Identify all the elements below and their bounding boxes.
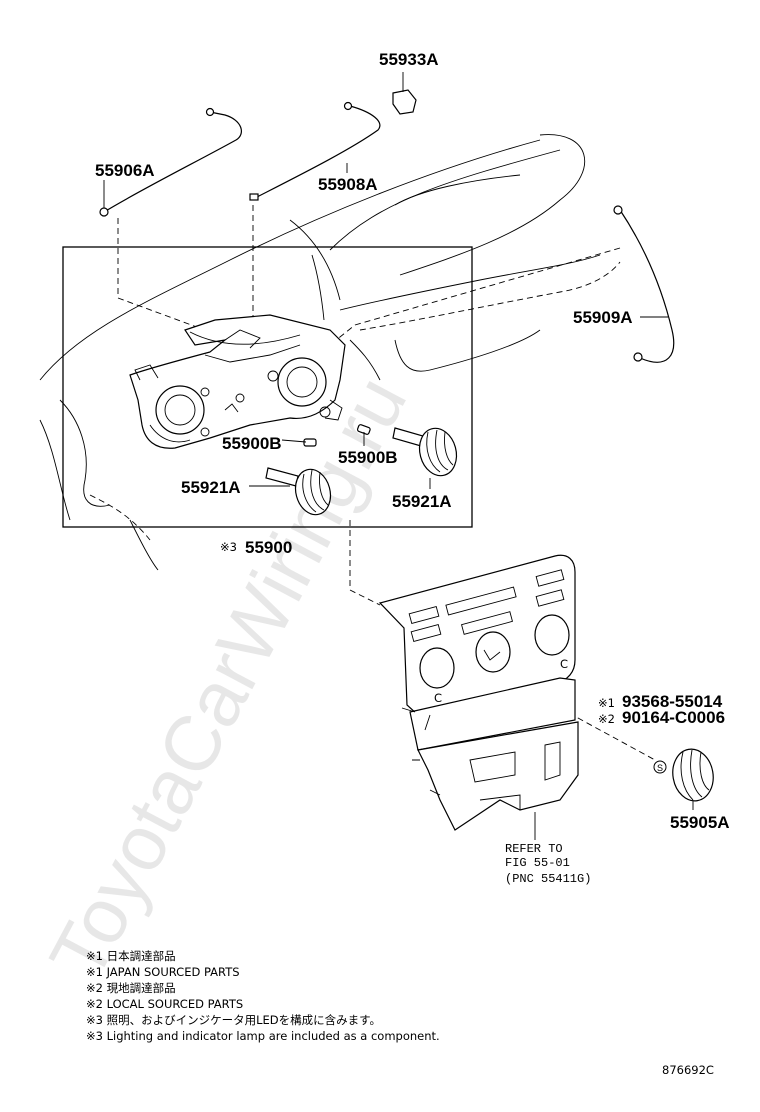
- label-alt1-mark: ※1: [598, 696, 615, 710]
- footnote-5: ※3 照明、およびインジケータ用LEDを構成に含みます。: [86, 1013, 381, 1027]
- label-55906A: 55906A: [95, 161, 155, 180]
- cable-55906A: [99, 107, 242, 217]
- label-90164-C0006: 90164-C0006: [622, 708, 725, 727]
- label-55909A: 55909A: [573, 308, 633, 327]
- label-55921A-right: 55921A: [392, 492, 452, 511]
- dashboard-outline: [39, 134, 621, 571]
- lamp-55900B-right: [356, 424, 371, 435]
- footnote-4: ※2 LOCAL SOURCED PARTS: [86, 997, 243, 1011]
- clip-55933A: [392, 72, 417, 115]
- label-93568-55014: 93568-55014: [622, 692, 723, 711]
- label-55900-mark: ※3: [220, 540, 237, 554]
- panel-c-left: C: [434, 691, 442, 705]
- label-55900: 55900: [245, 538, 292, 557]
- footnote-6: ※3 Lighting and indicator lamp are inclu…: [86, 1029, 440, 1043]
- knob-55921A-right: [392, 427, 458, 477]
- label-55921A-left: 55921A: [181, 478, 241, 497]
- label-55905A: 55905A: [670, 813, 730, 832]
- panel-c-right: C: [560, 657, 568, 671]
- label-55900B-left: 55900B: [222, 434, 282, 453]
- footnote-2: ※1 JAPAN SOURCED PARTS: [86, 965, 240, 979]
- figure-id: 876692C: [662, 1063, 714, 1077]
- label-alt2-mark: ※2: [598, 712, 615, 726]
- label-55900B-right: 55900B: [338, 448, 398, 467]
- label-55933A: 55933A: [379, 50, 439, 69]
- assembly-55900-frame: [62, 246, 473, 528]
- svg-text:S: S: [657, 763, 663, 773]
- refer-line-3: (PNC 55411G): [505, 872, 591, 886]
- lamp-55900B-left: [303, 438, 317, 447]
- knob-55921A-left: [265, 467, 332, 516]
- screw-symbol-icon: S: [653, 760, 667, 774]
- center-cluster-panel: [378, 554, 579, 831]
- label-55908A: 55908A: [318, 175, 378, 194]
- footnote-3: ※2 現地調達部品: [86, 981, 176, 995]
- refer-line-2: FIG 55-01: [505, 856, 570, 870]
- footnotes: ※1 日本調達部品 ※1 JAPAN SOURCED PARTS ※2 現地調達…: [86, 949, 440, 1043]
- refer-line-1: REFER TO: [505, 842, 563, 856]
- cable-55908A: [249, 101, 381, 201]
- cable-55909A: [613, 205, 675, 363]
- knob-55905A: [672, 748, 714, 802]
- footnote-1: ※1 日本調達部品: [86, 949, 176, 963]
- label-leaders: [103, 163, 694, 840]
- control-assembly-55900: [129, 314, 346, 449]
